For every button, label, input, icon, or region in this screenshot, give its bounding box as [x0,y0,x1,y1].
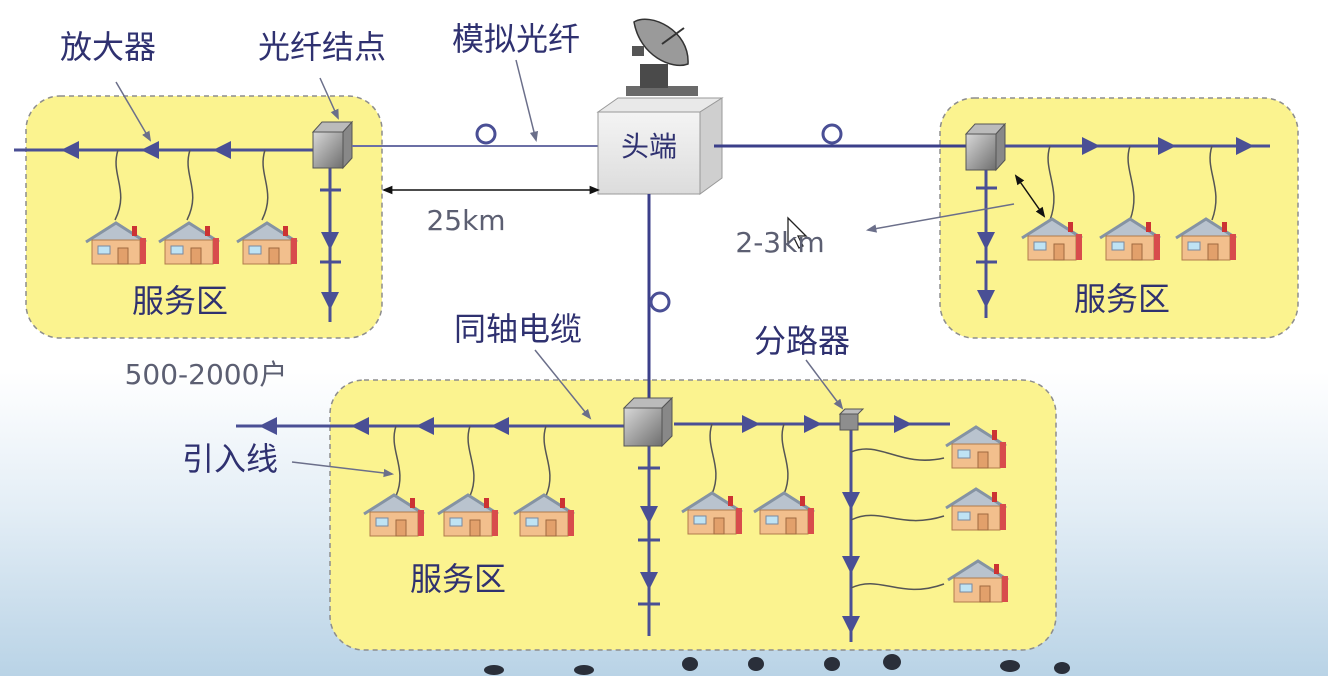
fiber-loop-icon [477,125,495,143]
fiber-node-right [966,124,1005,170]
fiber-node-label: 光纤结点 [258,28,386,66]
fiber-loop-icon [651,293,669,311]
coax-cable-label: 同轴电缆 [454,310,582,348]
headend-label: 头端 [621,130,677,163]
households-label: 500-2000户 [125,358,288,391]
distance-coax-label: 2-3km [735,226,824,259]
service-area-label-left: 服务区 [132,282,228,320]
amplifier-label: 放大器 [60,28,156,66]
service-area-label-bottom: 服务区 [410,560,506,598]
service-area-label-right: 服务区 [1074,280,1170,318]
analog-fiber-label: 模拟光纤 [452,20,580,58]
fiber-node-bottom [624,398,672,446]
fiber-node-left [313,122,352,168]
splitter-label: 分路器 [754,322,850,360]
satellite-dish-icon [626,19,698,96]
distance-fiber-label: 25km [426,204,505,237]
drop-line-label: 引入线 [182,440,278,478]
decorative-figures [484,654,1070,675]
fiber-loop-icon [823,125,841,143]
